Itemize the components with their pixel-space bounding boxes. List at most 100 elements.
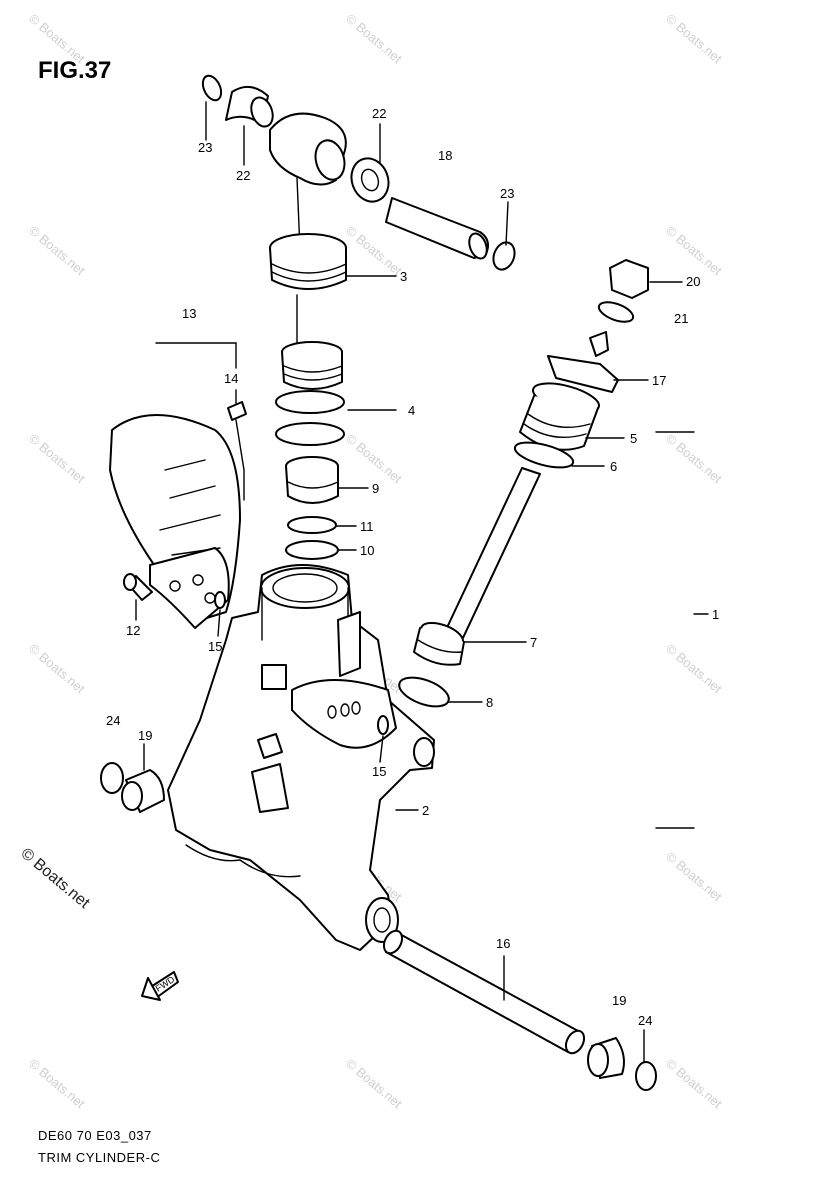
callout-15: 15 [372,764,386,779]
cylinder-body-2-bore [272,573,338,603]
rod-head-17-stud [589,331,609,357]
watermark-text: © Boats.net [26,223,88,279]
figure-code: DE60 70 E03_037 [38,1128,152,1143]
cylinder-body-2-boss [261,664,287,690]
callout-17: 17 [652,373,666,388]
cylinder-body-2-port [337,611,361,677]
shaft-16-end-right [564,1029,586,1055]
tilt-rod-assembly [398,259,649,708]
circlip-23-top [201,74,223,102]
callout-24: 24 [106,713,120,728]
callout-15: 15 [208,639,222,654]
callout-labels: 23 22 22 18 23 3 13 14 4 9 11 10 12 15 2… [106,106,719,1028]
o-ring-4a [275,390,345,414]
cylinder-body-group [167,564,435,951]
nut-20 [609,259,649,299]
watermark-text: © Boats.net [663,1056,725,1112]
piston-7-body [413,627,465,666]
cylinder-body-2-lower-eye-bore [373,907,391,933]
o-ring-6 [513,441,575,469]
callout-7: 7 [530,635,537,650]
cylinder-body-2-lower-edge [185,844,301,878]
callout-24: 24 [638,1013,652,1028]
cylinder-body-2-tab-a [257,733,283,759]
callout-1: 1 [712,607,719,622]
callout-13: 13 [182,306,196,321]
callout-9: 9 [372,481,379,496]
figure-name: TRIM CYLINDER-C [38,1150,160,1165]
washer-21 [597,301,635,323]
cover-plate-13-mount [149,547,230,629]
bushing-22-left-face [250,96,274,128]
gland-5-threads [523,413,591,439]
watermark-text: © Boats.net [663,641,725,697]
mount-hole-b [192,574,204,586]
callout-23: 23 [500,186,514,201]
piston-4-body [281,351,343,390]
central-stack [269,233,347,560]
cylinder-body-2-lower-eye [365,897,399,943]
callout-11: 11 [360,519,374,534]
watermark-text: © Boats.net [663,11,725,67]
rod-head-17 [547,355,619,393]
flange-hole-c [351,701,361,715]
callout-10: 10 [360,543,374,558]
cover-plate-group [109,342,247,629]
flange-hole-a [327,705,337,719]
callout-22: 22 [372,106,386,121]
circlip-24-right [635,1061,657,1091]
shaft-16-end-left [382,929,404,955]
cylinder-body-2-tab-b [251,763,289,813]
bushing-19-right-face [587,1043,609,1077]
forward-direction-marker: FWD [141,971,179,1001]
callout-3: 3 [400,269,407,284]
watermark-text: © Boats.net [663,223,725,279]
watermark-large-text: © Boats.net [17,845,93,912]
watermark-text: © Boats.net [343,11,405,67]
o-ring-8 [398,676,450,708]
callout-16: 16 [496,936,510,951]
bushing-22-right [350,157,390,203]
fwd-arrow-head [141,977,161,1001]
bushing-22-right-bore [360,168,380,192]
watermark-text: © Boats.net [343,1056,405,1112]
washer-15-right [377,715,389,735]
flange-hole-b [340,703,350,717]
tilt-rod [443,467,541,641]
ring-piston-9-groove [287,481,339,489]
callout-14: 14 [224,371,238,386]
stud-14 [227,401,247,421]
callout-23: 23 [198,140,212,155]
bolt-12-head [123,573,137,591]
leader-23b [505,201,509,246]
pin-18-end [468,232,488,260]
cover-plate-13-edge [235,419,245,501]
callout-22: 22 [236,168,250,183]
o-ring-11 [287,516,337,534]
callout-4: 4 [408,403,415,418]
watermark-text: © Boats.net [663,431,725,487]
circlip-24-left [100,762,124,794]
callout-20: 20 [686,274,700,289]
bushing-19-left-face [121,781,143,811]
cylinder-body-2-side-port [413,737,435,767]
mount-hole-a [169,580,181,592]
leader-15b [379,735,384,763]
watermark-text: © Boats.net [343,431,405,487]
callout-8: 8 [486,695,493,710]
upper-block-bore [314,139,346,181]
left-bushing-group [100,762,165,813]
o-ring-4b [275,422,345,446]
circlip-23-right [492,241,516,271]
cover-plate-13-ribs [159,459,221,556]
watermark-text: © Boats.net [26,1056,88,1112]
figure-title: FIG.37 [38,57,111,84]
watermark-text: © Boats.net [343,223,405,279]
watermark-text: © Boats.net [663,849,725,905]
ring-piston-9-body [285,465,339,504]
o-ring-10 [285,540,339,560]
cylinder-body-2-flange [291,679,397,749]
top-pivot-assembly [201,74,516,271]
callout-19: 19 [138,728,152,743]
